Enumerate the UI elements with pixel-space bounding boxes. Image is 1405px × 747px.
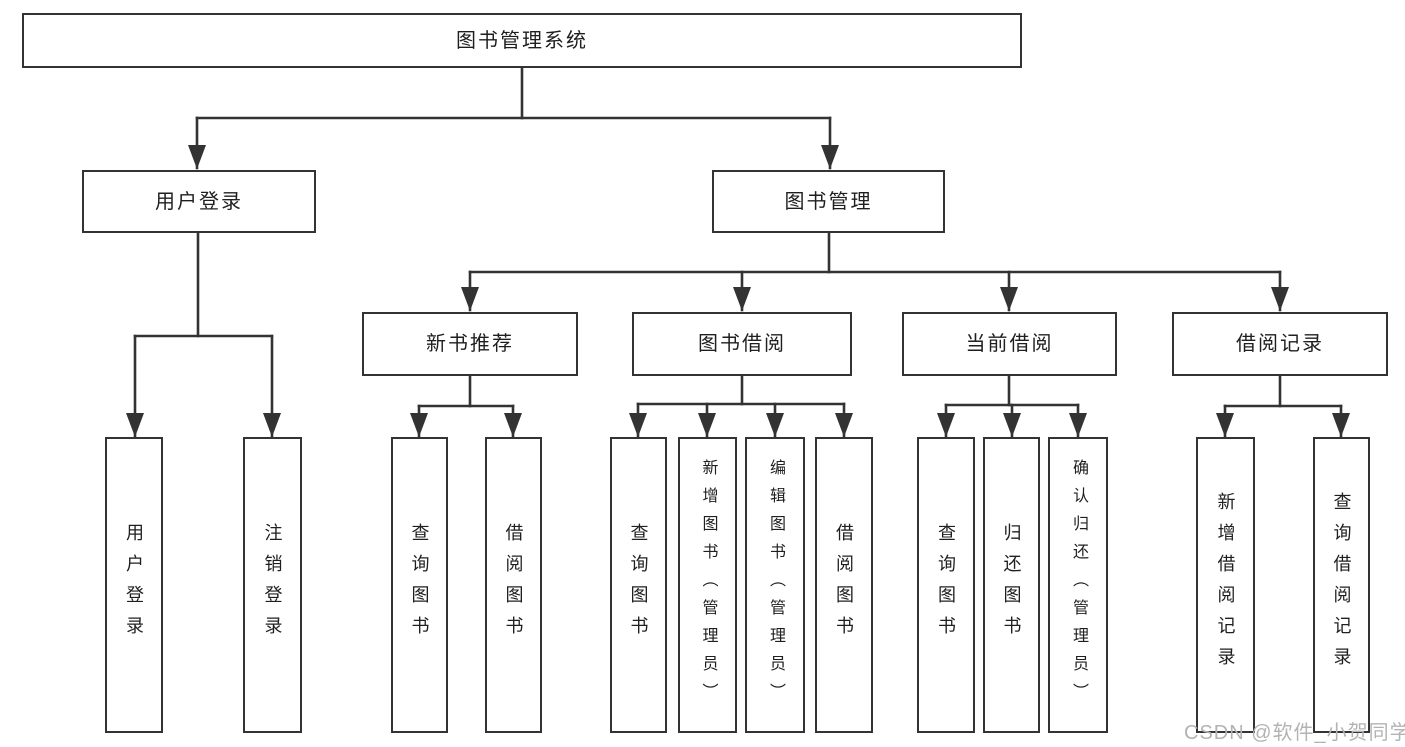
leaf-query-books-current-label: 查询图书: [936, 523, 956, 647]
leaf-borrow-books-label: 借阅图书: [834, 523, 854, 647]
leaf-edit-books-admin-label: 编辑图书（管理员）: [767, 459, 784, 711]
connector-book-management: [461, 231, 1289, 312]
leaf-query-books-borrow-label: 查询图书: [628, 523, 649, 647]
node-current-borrow: 当前借阅: [902, 312, 1117, 376]
leaf-return-books-label: 归还图书: [1001, 523, 1022, 647]
leaf-edit-books-admin: 编辑图书（管理员）: [745, 437, 805, 733]
leaf-borrow-books: 借阅图书: [815, 437, 873, 733]
node-borrow-records: 借阅记录: [1172, 312, 1388, 376]
node-borrow-records-label: 借阅记录: [1236, 333, 1324, 355]
leaf-add-books-admin: 新增图书（管理员）: [678, 437, 737, 733]
leaf-borrow-books-recommend-label: 借阅图书: [503, 523, 524, 647]
node-root-system: 图书管理系统: [22, 13, 1022, 68]
node-new-book-recommend-label: 新书推荐: [426, 333, 514, 355]
node-book-borrow-label: 图书借阅: [698, 333, 786, 355]
node-book-management: 图书管理: [712, 170, 945, 233]
leaf-query-books-current: 查询图书: [917, 437, 975, 733]
connector-current-borrow: [937, 374, 1087, 438]
leaf-confirm-return-admin-label: 确认归还（管理员）: [1070, 459, 1087, 711]
leaf-logout-label: 注销登录: [262, 523, 283, 647]
node-user-login: 用户登录: [82, 170, 316, 233]
node-current-borrow-label: 当前借阅: [965, 333, 1054, 355]
leaf-user-login: 用户登录: [105, 437, 163, 733]
node-user-login-label: 用户登录: [155, 190, 243, 213]
leaf-borrow-books-recommend: 借阅图书: [485, 437, 542, 733]
leaf-return-books: 归还图书: [983, 437, 1040, 733]
leaf-query-borrow-record-label: 查询借阅记录: [1331, 492, 1352, 678]
connector-root: [188, 66, 839, 170]
leaf-logout: 注销登录: [243, 437, 302, 733]
leaf-query-books-recommend: 查询图书: [391, 437, 448, 733]
leaf-query-borrow-record: 查询借阅记录: [1313, 437, 1370, 733]
leaf-user-login-label: 用户登录: [124, 523, 144, 647]
leaf-add-borrow-record-label: 新增借阅记录: [1215, 492, 1236, 678]
connector-new-book-recommend: [410, 374, 522, 438]
node-root-label: 图书管理系统: [456, 29, 588, 52]
connector-user-login: [126, 231, 281, 438]
node-new-book-recommend: 新书推荐: [362, 312, 578, 376]
connector-book-borrow: [629, 374, 853, 438]
node-book-borrow: 图书借阅: [632, 312, 852, 376]
leaf-add-borrow-record: 新增借阅记录: [1196, 437, 1255, 733]
node-book-management-label: 图书管理: [784, 190, 873, 213]
leaf-query-books-borrow: 查询图书: [610, 437, 667, 733]
leaf-confirm-return-admin: 确认归还（管理员）: [1048, 437, 1108, 733]
watermark-text: CSDN @软件_小贺同学: [1184, 722, 1405, 744]
leaf-add-books-admin-label: 新增图书（管理员）: [699, 459, 717, 711]
leaf-query-books-recommend-label: 查询图书: [409, 523, 430, 647]
connector-borrow-records: [1216, 374, 1350, 438]
